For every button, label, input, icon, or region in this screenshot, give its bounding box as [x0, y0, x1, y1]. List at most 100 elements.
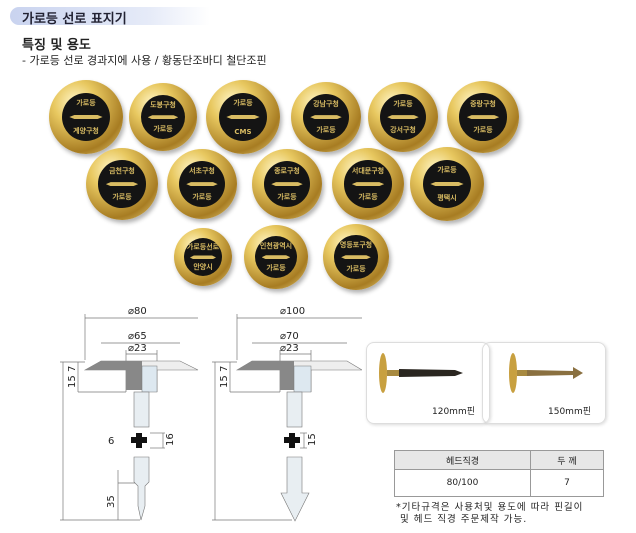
dim-body: 15 [67, 375, 78, 388]
cell-thickness: 7 [530, 469, 604, 497]
stud-top-text: 강남구청 [313, 100, 339, 109]
stud-bottom-text: 가로등 [316, 125, 336, 134]
header-thickness: 두 께 [530, 450, 604, 470]
double-arrow-icon [351, 182, 385, 187]
dim-cross-small: 6 [108, 436, 114, 447]
dim-body: 15 [219, 375, 230, 388]
double-arrow-icon [69, 115, 103, 120]
road-marker-stud: 가로등 CMS [206, 80, 280, 154]
stud-bottom-text: CMS [234, 127, 252, 136]
dim-outer: ⌀80 [128, 306, 147, 317]
double-arrow-icon [271, 182, 303, 187]
stud-top-text: 가로등선로 [186, 243, 220, 252]
stud-top-text: 종로구청 [274, 167, 300, 176]
stud-top-text: 금천구청 [109, 166, 135, 175]
double-arrow-icon [261, 255, 291, 260]
stud-bottom-text: 가로등 [277, 192, 297, 201]
section-description: - 가로등 선로 경과지에 사용 / 황동단조바디 철단조핀 [22, 54, 267, 67]
pin-120-icon [379, 353, 463, 393]
dim-head: 7 [67, 366, 78, 372]
pin-120-photo: 120mm핀 [366, 342, 490, 424]
dim-outer: ⌀100 [280, 306, 305, 317]
pin-120-label: 120mm핀 [432, 407, 475, 417]
double-arrow-icon [147, 115, 179, 120]
stud-bottom-text: 가로등 [473, 126, 493, 135]
dim-cross: 15 [307, 433, 318, 446]
page-header: 가로등 선로 표지기 [10, 7, 210, 27]
dim-mid: ⌀70 [280, 331, 299, 342]
stud-bottom-text: 강서구청 [390, 125, 416, 134]
stud-bottom-text: 가로등 [358, 193, 378, 202]
dim-inner: ⌀23 [280, 343, 299, 354]
stud-bottom-text: 가로등 [192, 192, 212, 201]
stud-top-text: 서초구청 [189, 167, 215, 176]
stud-top-text: 영등포구청 [339, 241, 373, 250]
dimension-drawing-80: ⌀80 ⌀65 ⌀23 7 15 120 6 16 35 [60, 306, 199, 521]
stud-top-text: 도봉구청 [150, 100, 176, 109]
pin-150-photo: 150mm핀 [482, 342, 606, 424]
note-line: 및 헤드 직경 주문제작 가능. [400, 514, 528, 525]
double-arrow-icon [466, 115, 500, 120]
stud-top-text: 가로등 [393, 100, 413, 109]
stud-face: 가로등 CMS [218, 92, 268, 142]
stud-top-text: 가로등 [76, 99, 96, 108]
dim-tip: 35 [106, 495, 117, 508]
double-arrow-icon [341, 255, 371, 260]
double-arrow-icon [105, 182, 139, 187]
section-title: 특징 및 용도 [22, 38, 91, 53]
stud-bottom-text: 계양구청 [73, 126, 99, 135]
stud-bottom-text: 안양시 [193, 262, 213, 271]
double-arrow-icon [189, 255, 217, 260]
stud-top-text: 가로등 [437, 166, 457, 175]
stud-bottom-text: 가로등 [112, 193, 132, 202]
dim-inner: ⌀23 [128, 343, 147, 354]
pin-150-label: 150mm핀 [548, 407, 591, 417]
double-arrow-icon [226, 115, 260, 120]
stud-bottom-text: 가로등 [266, 264, 286, 273]
cell-head-diameter: 80/100 [394, 469, 531, 497]
dim-cross: 16 [165, 433, 176, 446]
dimension-drawing-100: ⌀100 ⌀70 ⌀23 7 15 150 15 [212, 306, 362, 522]
double-arrow-icon [310, 115, 342, 120]
pin-150-icon [509, 353, 583, 393]
stud-top-text: 중랑구청 [470, 99, 496, 108]
stud-top-text: 가로등 [233, 99, 253, 108]
stud-bottom-text: 가로등 [153, 125, 173, 134]
double-arrow-icon [186, 182, 218, 187]
header-head-diameter: 헤드직경 [394, 450, 531, 470]
double-arrow-icon [387, 115, 419, 120]
double-arrow-icon [430, 182, 464, 187]
stud-bottom-text: 평택시 [437, 193, 457, 202]
stud-top-text: 인천광역시 [259, 241, 293, 250]
dim-mid: ⌀65 [128, 331, 147, 342]
dim-head: 7 [219, 366, 230, 372]
